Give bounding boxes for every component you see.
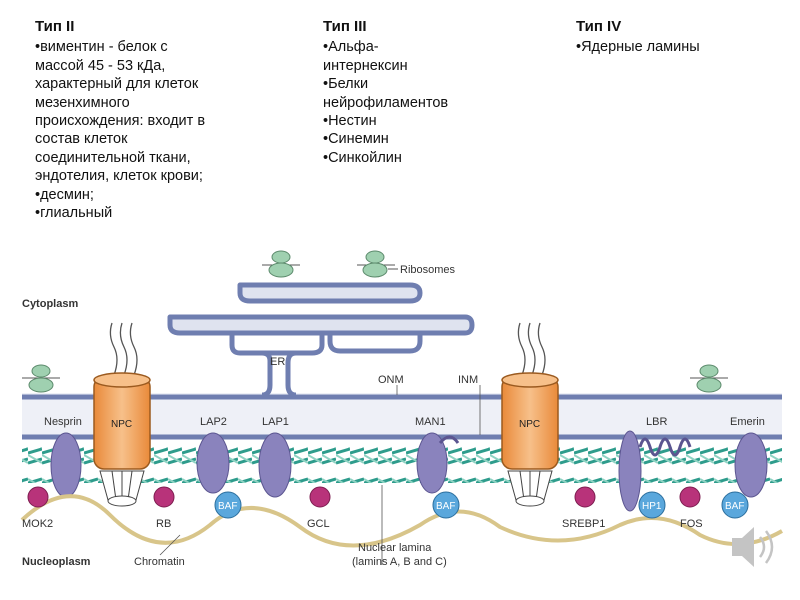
- type-iii-item-nestin: •Нестин: [323, 113, 377, 130]
- label-inm: INM: [458, 374, 478, 386]
- nesprin-protein: [50, 432, 82, 498]
- label-onm: ONM: [378, 374, 404, 386]
- label-ribosomes: Ribosomes: [400, 264, 456, 276]
- rb-protein: [153, 486, 175, 508]
- man1-tail: [438, 435, 460, 445]
- gcl-protein: [309, 486, 331, 508]
- baf-circle-1: [214, 491, 242, 519]
- label-srebp1: SREBP1: [562, 518, 605, 530]
- emerin-protein: [734, 432, 768, 498]
- lbr-coil: [638, 437, 692, 457]
- lap2-protein: [196, 432, 230, 494]
- type-iv-column: Тип IV •Ядерные ламины: [576, 18, 776, 57]
- label-er: ER: [270, 356, 285, 368]
- type-ii-item-desmin: •десмин;: [35, 186, 94, 203]
- type-iii-item-synemin: •Синемин: [323, 131, 389, 148]
- type-iii-item-syncoilin: •Синкойлин: [323, 149, 402, 166]
- ribosome-top-1: [262, 250, 300, 278]
- label-baf-2: BAF: [436, 501, 455, 512]
- label-emerin: Emerin: [730, 416, 765, 428]
- label-npc-left: NPC: [111, 419, 132, 430]
- hp1-circle: [638, 491, 666, 519]
- ribosome-right: [690, 364, 728, 393]
- label-gcl: GCL: [307, 518, 330, 530]
- label-rb: RB: [156, 518, 171, 530]
- label-chromatin: Chromatin: [134, 556, 185, 568]
- mok2-protein: [27, 486, 49, 508]
- label-lap1: LAP1: [262, 416, 289, 428]
- label-nucleoplasm: Nucleoplasm: [22, 556, 91, 568]
- label-baf-1: BAF: [218, 501, 237, 512]
- label-hp1: HP1: [642, 501, 662, 512]
- man1-protein: [416, 432, 448, 494]
- label-lbr: LBR: [646, 416, 667, 428]
- type-iii-item-internexin: •Альфа- интернексин: [323, 39, 408, 74]
- type-ii-title: Тип II: [35, 18, 75, 35]
- label-baf-3: BAF: [725, 501, 744, 512]
- endoplasmic-reticulum: [167, 282, 475, 398]
- lap1-protein: [258, 432, 292, 498]
- label-man1: MAN1: [415, 416, 446, 428]
- label-lap2: LAP2: [200, 416, 227, 428]
- ribosome-top-2: [357, 250, 398, 278]
- type-ii-item-glial: •глиальный: [35, 205, 113, 222]
- label-nuclear-lamina: Nuclear lamina: [358, 542, 432, 554]
- speaker-icon[interactable]: [732, 527, 774, 567]
- type-iii-title: Тип III: [323, 18, 367, 35]
- srebp1-protein: [574, 486, 596, 508]
- lbr-protein: [618, 430, 642, 512]
- chromatin-line: [20, 494, 783, 548]
- fos-protein: [679, 486, 701, 508]
- ribosome-left: [22, 364, 60, 393]
- nuclear-envelope-diagram: Cytoplasm Nucleoplasm Ribosomes ER ONM I…: [20, 250, 783, 568]
- type-ii-column: Тип II •виментин - белок с массой 45 - 5…: [35, 18, 280, 228]
- type-iv-item-lamins: •Ядерные ламины: [576, 39, 700, 56]
- baf-circle-2: [432, 491, 460, 519]
- npc-left: [93, 322, 151, 507]
- label-npc-right: NPC: [519, 419, 540, 430]
- type-iv-title: Тип IV: [576, 18, 622, 35]
- type-iii-item-neurofilament: •Белки нейрофиламентов: [323, 76, 449, 111]
- label-nesprin: Nesprin: [44, 416, 82, 428]
- label-lamins: (lamins A, B and C): [352, 556, 447, 568]
- label-mok2: MOK2: [22, 518, 53, 530]
- label-fos: FOS: [680, 518, 703, 530]
- type-ii-item-vimentin: •виментин - белок с массой 45 - 53 кДа, …: [35, 39, 206, 185]
- type-iii-column: Тип III •Альфа- интернексин •Белки нейро…: [323, 18, 553, 167]
- label-cytoplasm: Cytoplasm: [22, 298, 78, 310]
- baf-circle-3: [721, 491, 749, 519]
- npc-right: [501, 322, 559, 507]
